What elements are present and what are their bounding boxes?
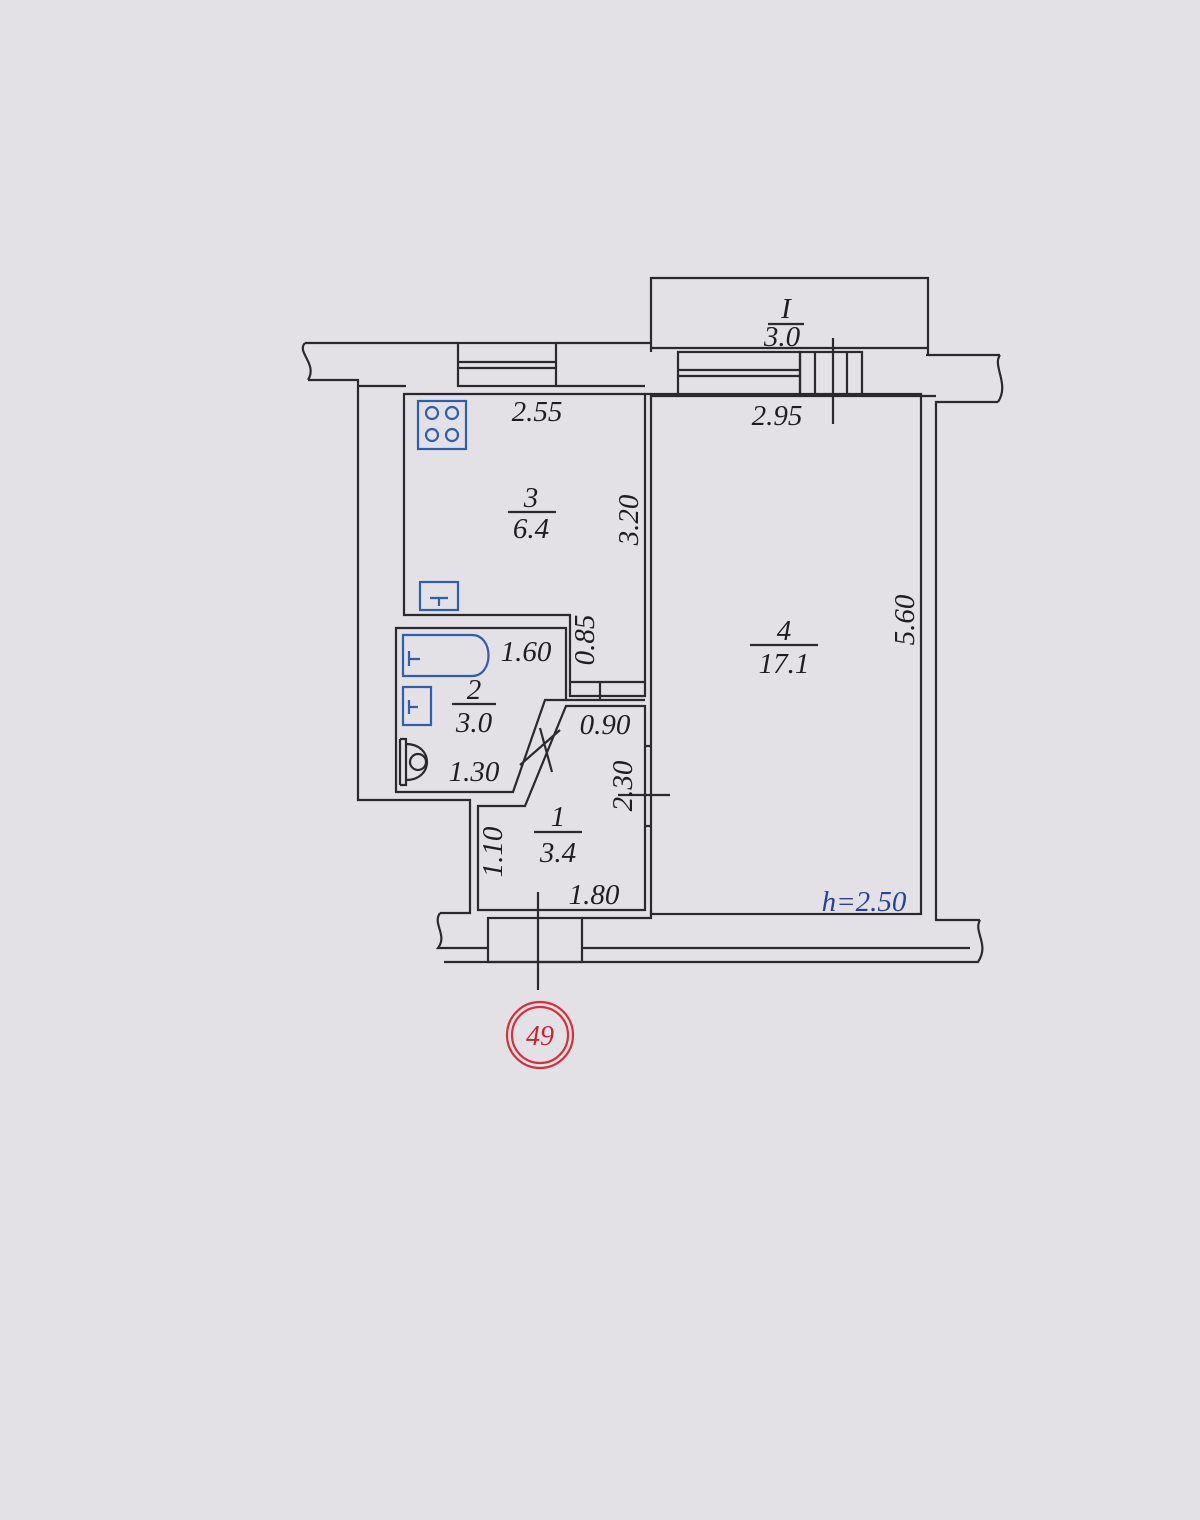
room-3-area: 6.4: [513, 513, 549, 545]
living-depth-dimension: 5.60: [889, 594, 921, 645]
top-exterior-wall: [301, 341, 1004, 922]
bottom-exterior-wall: [435, 892, 984, 990]
room-2-label: 2 3.0: [452, 674, 496, 739]
living-width-dimension: 2.95: [752, 400, 803, 432]
hall-outline: [476, 704, 647, 912]
kitchen-window: [456, 341, 558, 388]
balcony-number: I: [780, 293, 792, 325]
room-1-area: 3.4: [539, 837, 576, 869]
hall-short-wall-dimension: 1.10: [477, 826, 509, 877]
room-1-label: 1 3.4: [534, 801, 582, 869]
washbasin-icon: [401, 685, 433, 727]
bath-wall-depth-dimension: 0.85: [569, 615, 601, 666]
room-3-number: 3: [523, 482, 539, 514]
living-room-window: [676, 350, 802, 398]
hall-depth-dimension: 2.30: [607, 760, 639, 811]
room-3-label: 3 6.4: [508, 482, 556, 545]
room-4-area: 17.1: [759, 648, 810, 680]
apartment-number: 49: [526, 1021, 554, 1052]
bath-lower-dimension: 1.30: [449, 756, 500, 788]
room-4-number: 4: [777, 615, 792, 647]
balcony-label: I 3.0: [763, 293, 804, 353]
apartment-number-stamp: 49: [505, 1000, 575, 1070]
stove-icon: [416, 399, 468, 451]
kitchen-width-dimension: 2.55: [512, 396, 563, 428]
balcony: [649, 276, 930, 355]
balcony-area: 3.0: [763, 321, 801, 353]
bathroom-outline: [394, 626, 568, 794]
room-2-area: 3.0: [455, 707, 493, 739]
bath-width-dimension: 1.60: [501, 636, 552, 668]
hall-width-dimension: 1.80: [569, 879, 620, 911]
ceiling-height-label: h=2.50: [822, 886, 907, 918]
living-room-outline: [649, 392, 923, 916]
door-width-dimension: 0.90: [580, 709, 631, 741]
toilet-icon: [398, 737, 429, 787]
room-2-number: 2: [467, 674, 482, 706]
bathtub-icon: [401, 633, 490, 678]
room-1-number: 1: [551, 801, 566, 833]
room-4-label: 4 17.1: [750, 615, 818, 680]
balcony-door: [798, 338, 864, 424]
kitchen-depth-dimension: 3.20: [613, 494, 645, 546]
kitchen-sink-icon: [418, 580, 460, 612]
